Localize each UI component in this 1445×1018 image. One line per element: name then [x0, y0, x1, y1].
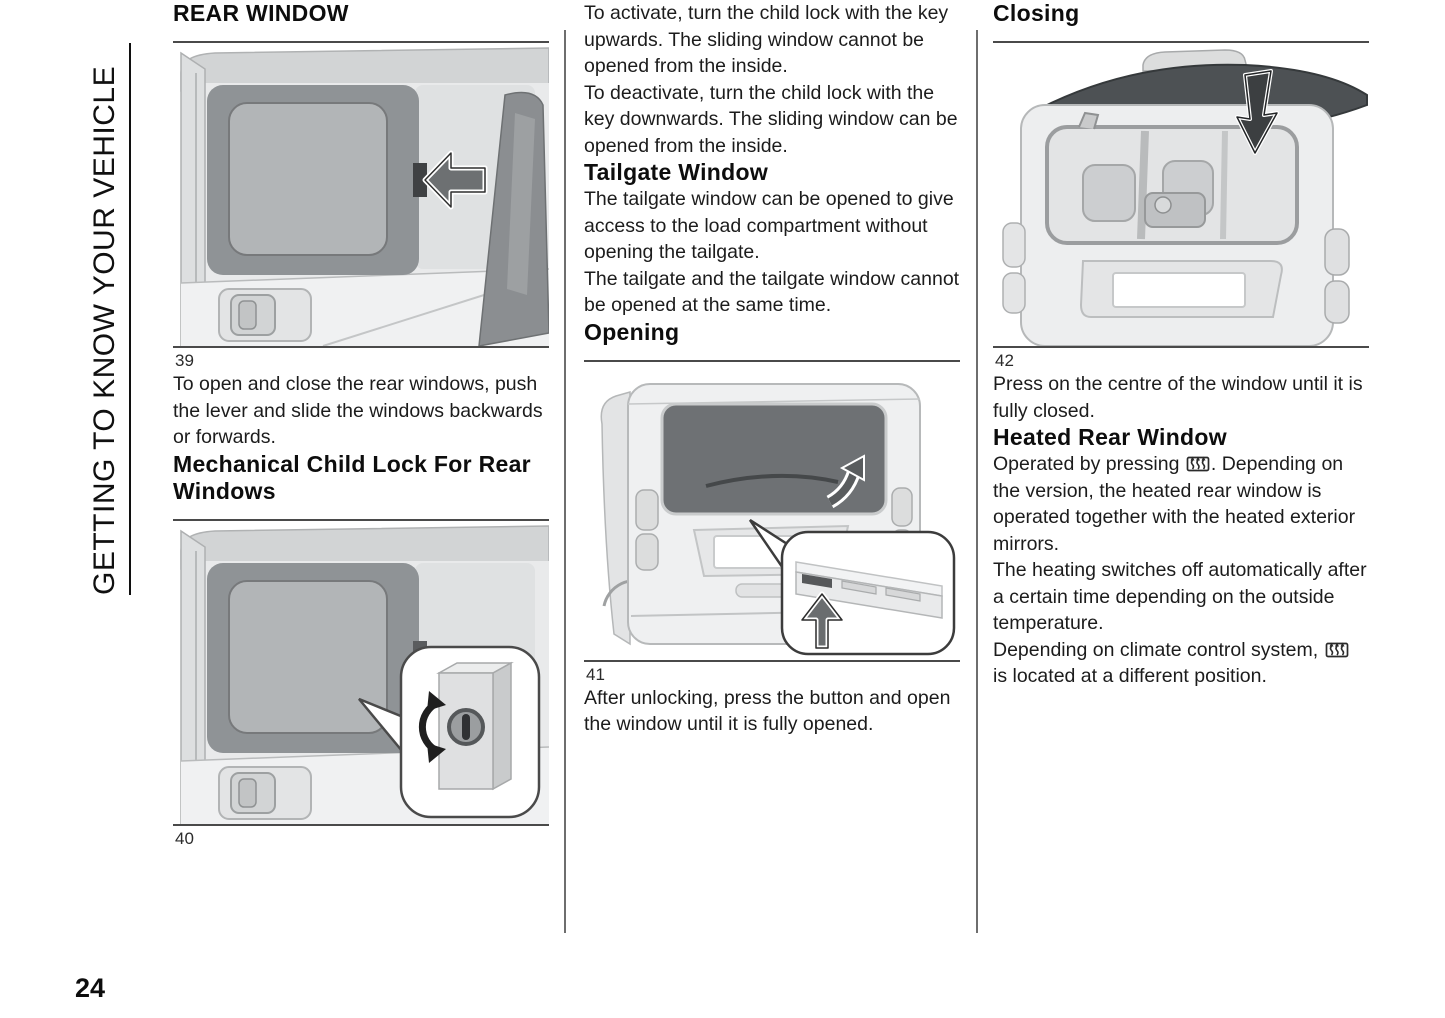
subheading-heated-rear-window: Heated Rear Window: [993, 424, 1227, 450]
column-tailgate: To activate, turn the child lock with th…: [584, 0, 960, 738]
subheading-tailgate-window: Tailgate Window: [584, 159, 769, 185]
figure-42-illustration: [993, 43, 1369, 346]
para-child-lock-deactivate: To deactivate, turn the child lock with …: [584, 81, 958, 157]
figure-39: [173, 41, 549, 348]
figure-39-illustration: [173, 43, 549, 346]
para-child-lock-activate: To activate, turn the child lock with th…: [584, 2, 949, 77]
figure-41-caption: 41: [586, 664, 605, 684]
child-lock-keyhole: [436, 661, 514, 790]
para-heated-position-text-2: is located at a different position.: [993, 665, 1267, 687]
section-heading-rear-window: REAR WINDOW: [173, 0, 349, 26]
column-divider-2: [976, 30, 978, 933]
para-heated-operation: Operated by pressing . Depending on the …: [993, 451, 1369, 557]
close-arrow-icon: [1235, 69, 1279, 155]
subheading-opening: Opening: [584, 318, 680, 345]
rotate-arrow-icon: [418, 690, 446, 763]
page-number: 24: [75, 973, 106, 1003]
subheading-mechanical-child-lock: Mechanical Child Lock For Rear Windows: [173, 450, 531, 504]
press-button-arrow-icon: [799, 591, 845, 650]
para-after-unlocking: After unlocking, press the button and op…: [584, 686, 951, 736]
para-tailgate-access: The tailgate window can be opened to giv…: [584, 188, 954, 263]
para-heated-operation-text-2: . Depending on the version, the heated r…: [993, 453, 1356, 555]
column-divider-1: [564, 30, 566, 933]
heated-rear-window-icon: [1186, 456, 1210, 472]
para-open-close: To open and close the rear windows, push…: [173, 373, 543, 448]
figure-41-illustration: [584, 361, 960, 660]
column-rear-window: REAR WINDOW: [173, 0, 549, 849]
figure-42-caption: 42: [995, 351, 1014, 370]
figure-42: [993, 41, 1369, 348]
para-heated-operation-text-1: Operated by pressing: [993, 453, 1185, 475]
para-press-centre: Press on the centre of the window until …: [993, 373, 1363, 422]
para-heated-position: Depending on climate control system, is …: [993, 637, 1369, 690]
figure-39-caption: 39: [175, 351, 194, 370]
column-closing: Closing: [993, 0, 1369, 690]
figure-40-caption: 40: [175, 828, 194, 848]
tailgate-window-button: [802, 573, 832, 588]
figure-40-illustration: [173, 520, 549, 824]
figure-40: [173, 518, 549, 826]
para-heated-auto-off: The heating switches off automatically a…: [993, 559, 1367, 634]
subheading-closing: Closing: [993, 0, 1080, 26]
heated-rear-window-icon: [1325, 642, 1348, 657]
para-heated-position-text-1: Depending on climate control system,: [993, 638, 1324, 661]
open-arrow-icon: [826, 453, 865, 508]
sidebar-section-title: GETTING TO KNOW YOUR VEHICLE: [83, 43, 131, 595]
slide-arrow-icon: [422, 150, 488, 210]
para-tailgate-same-time: The tailgate and the tailgate window can…: [584, 267, 960, 317]
figure-41: [584, 359, 960, 662]
